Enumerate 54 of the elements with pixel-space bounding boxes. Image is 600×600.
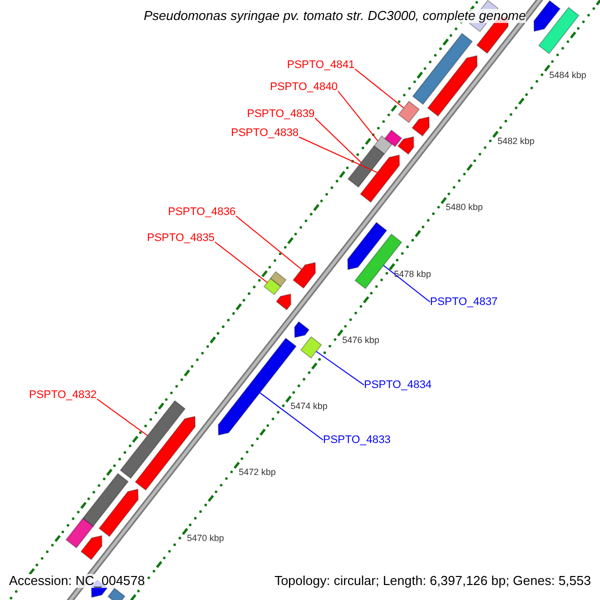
gene-label: PSPTO_4835	[147, 232, 215, 244]
gene-label: PSPTO_4837	[430, 296, 498, 308]
gene-feature	[134, 416, 196, 491]
gene-feature	[270, 271, 287, 288]
genome-info-text: Topology: circular; Length: 6,397,126 bp; Genes: 5,553	[274, 574, 591, 588]
gene-feature	[292, 262, 316, 289]
gene-label: PSPTO_4841	[287, 59, 355, 72]
leader-line	[214, 242, 268, 283]
gene-label: PSPTO_4834	[364, 379, 432, 392]
gene-feature	[397, 136, 414, 155]
scale-label: 5484 kbp	[549, 71, 586, 81]
gene-feature	[300, 336, 322, 359]
gene-label: PSPTO_4840	[270, 81, 338, 94]
gene-feature	[120, 400, 186, 479]
scale-label: 5482 kbp	[497, 137, 535, 148]
leader-line	[354, 68, 404, 108]
accession-text: Accession: NC_004578	[9, 574, 145, 588]
scale-label: 5476 kbp	[342, 336, 380, 346]
leader-line	[259, 392, 324, 440]
gene-feature	[80, 535, 102, 560]
gene-feature	[347, 145, 385, 188]
leader-line	[298, 136, 378, 174]
gene-feature	[276, 293, 292, 310]
gene-feature	[538, 6, 580, 54]
gene-feature	[412, 32, 473, 105]
gene-feature	[65, 518, 94, 548]
gene-feature	[427, 55, 478, 117]
leader-line	[338, 90, 378, 142]
gene-feature	[384, 130, 402, 148]
gene-feature	[82, 472, 129, 527]
leader-line	[316, 350, 364, 386]
gene-feature	[534, 0, 561, 32]
gene-feature	[98, 488, 139, 538]
gene-label: PSPTO_4836	[168, 206, 236, 218]
gene-feature	[263, 278, 282, 296]
scale-label: 5472 kbp	[238, 468, 276, 478]
scale-label: 5478 kbp	[394, 270, 432, 280]
title: Pseudomonas syringae pv. tomato str. DC3000, complete genome	[144, 9, 526, 24]
scale-label: 5474 kbp	[290, 402, 328, 412]
scale-label: 5480 kbp	[446, 203, 483, 214]
gene-label: PSPTO_4839	[247, 108, 315, 120]
gene-feature	[347, 222, 388, 270]
gene-label: PSPTO_4838	[231, 127, 299, 140]
leader-line	[383, 264, 430, 302]
leader-line	[314, 118, 362, 163]
gene-feature	[294, 321, 310, 338]
gene-label: PSPTO_4833	[323, 434, 391, 446]
leader-line	[236, 216, 302, 270]
scale-label: 5470 kbp	[187, 534, 224, 544]
gene-feature	[360, 154, 400, 203]
gene-feature	[412, 116, 430, 137]
gene-feature	[398, 100, 420, 124]
leader-line	[96, 398, 148, 436]
gene-label: PSPTO_4832	[29, 389, 97, 402]
